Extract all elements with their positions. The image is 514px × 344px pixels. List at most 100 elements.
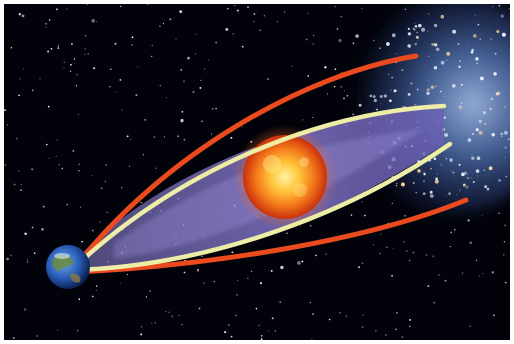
star: [236, 9, 239, 12]
galaxy-star: [379, 94, 383, 99]
galaxy-star: [488, 166, 493, 171]
star: [91, 295, 94, 298]
star: [211, 108, 214, 110]
star: [227, 7, 229, 10]
star: [95, 289, 98, 292]
galaxy-star: [471, 132, 475, 136]
star: [444, 279, 447, 282]
star: [194, 53, 197, 55]
star: [250, 270, 253, 273]
star: [81, 240, 83, 243]
star: [105, 164, 107, 166]
inner-ray-upper: [73, 103, 447, 269]
star: [504, 224, 507, 227]
star: [91, 19, 95, 23]
star: [372, 244, 375, 246]
star: [47, 105, 50, 108]
star: [181, 324, 183, 326]
star: [268, 330, 270, 332]
star: [159, 84, 162, 87]
star: [56, 139, 58, 141]
star: [253, 13, 256, 15]
star: [149, 290, 151, 292]
star: [110, 68, 112, 71]
star: [305, 38, 308, 41]
star: [177, 135, 179, 137]
star: [130, 138, 132, 140]
star: [4, 109, 6, 112]
star: [12, 337, 15, 339]
star: [266, 78, 269, 81]
galaxy-star: [462, 183, 466, 187]
star: [232, 33, 234, 35]
star: [45, 22, 48, 25]
star: [48, 19, 51, 21]
star: [197, 268, 199, 271]
star: [259, 29, 261, 32]
star: [131, 36, 134, 39]
galaxy-star: [500, 132, 504, 136]
star: [95, 20, 98, 23]
star: [421, 211, 423, 213]
star: [4, 164, 7, 166]
galaxy-star: [423, 180, 425, 182]
galaxy-star: [461, 172, 465, 177]
star: [154, 322, 156, 324]
star: [155, 167, 157, 169]
star: [198, 307, 201, 310]
star: [204, 68, 206, 70]
star: [324, 66, 327, 69]
star: [195, 33, 198, 36]
galaxy-star: [383, 94, 387, 98]
star: [276, 21, 278, 23]
galaxy-star: [476, 62, 479, 65]
star: [119, 282, 121, 284]
star: [120, 5, 122, 8]
star: [72, 149, 75, 152]
galaxy-star: [473, 34, 477, 38]
galaxy-star: [440, 14, 445, 19]
illustration-frame: [4, 4, 510, 340]
star: [412, 251, 415, 254]
star: [183, 271, 186, 274]
star: [39, 77, 41, 80]
star: [56, 8, 58, 11]
star: [159, 25, 161, 27]
galaxy-star: [407, 92, 411, 96]
star: [165, 311, 167, 313]
star: [131, 44, 133, 46]
star: [280, 265, 284, 270]
galaxy-star: [459, 60, 461, 62]
star: [403, 241, 405, 243]
star: [291, 65, 293, 67]
galaxy-star: [433, 66, 438, 70]
star: [140, 333, 143, 336]
star: [379, 253, 381, 255]
star: [91, 174, 93, 177]
star: [200, 79, 202, 81]
galaxy-star: [475, 128, 479, 132]
star: [137, 66, 139, 68]
star: [57, 329, 59, 331]
galaxy-star: [416, 31, 418, 34]
star: [13, 183, 16, 186]
star: [163, 136, 165, 138]
space-illustration: [4, 4, 510, 340]
star: [10, 254, 12, 256]
galaxy-star: [421, 27, 426, 32]
star: [87, 53, 89, 55]
star: [183, 138, 186, 141]
star: [358, 266, 360, 269]
galaxy-star: [373, 98, 377, 103]
star: [279, 301, 281, 303]
star: [95, 285, 98, 287]
galaxy-star: [408, 45, 411, 48]
galaxy-star: [486, 187, 490, 191]
star: [392, 248, 394, 250]
star: [31, 226, 34, 229]
star: [179, 10, 183, 13]
star: [467, 219, 470, 222]
star: [432, 255, 435, 258]
star: [203, 282, 205, 284]
star: [508, 8, 510, 10]
